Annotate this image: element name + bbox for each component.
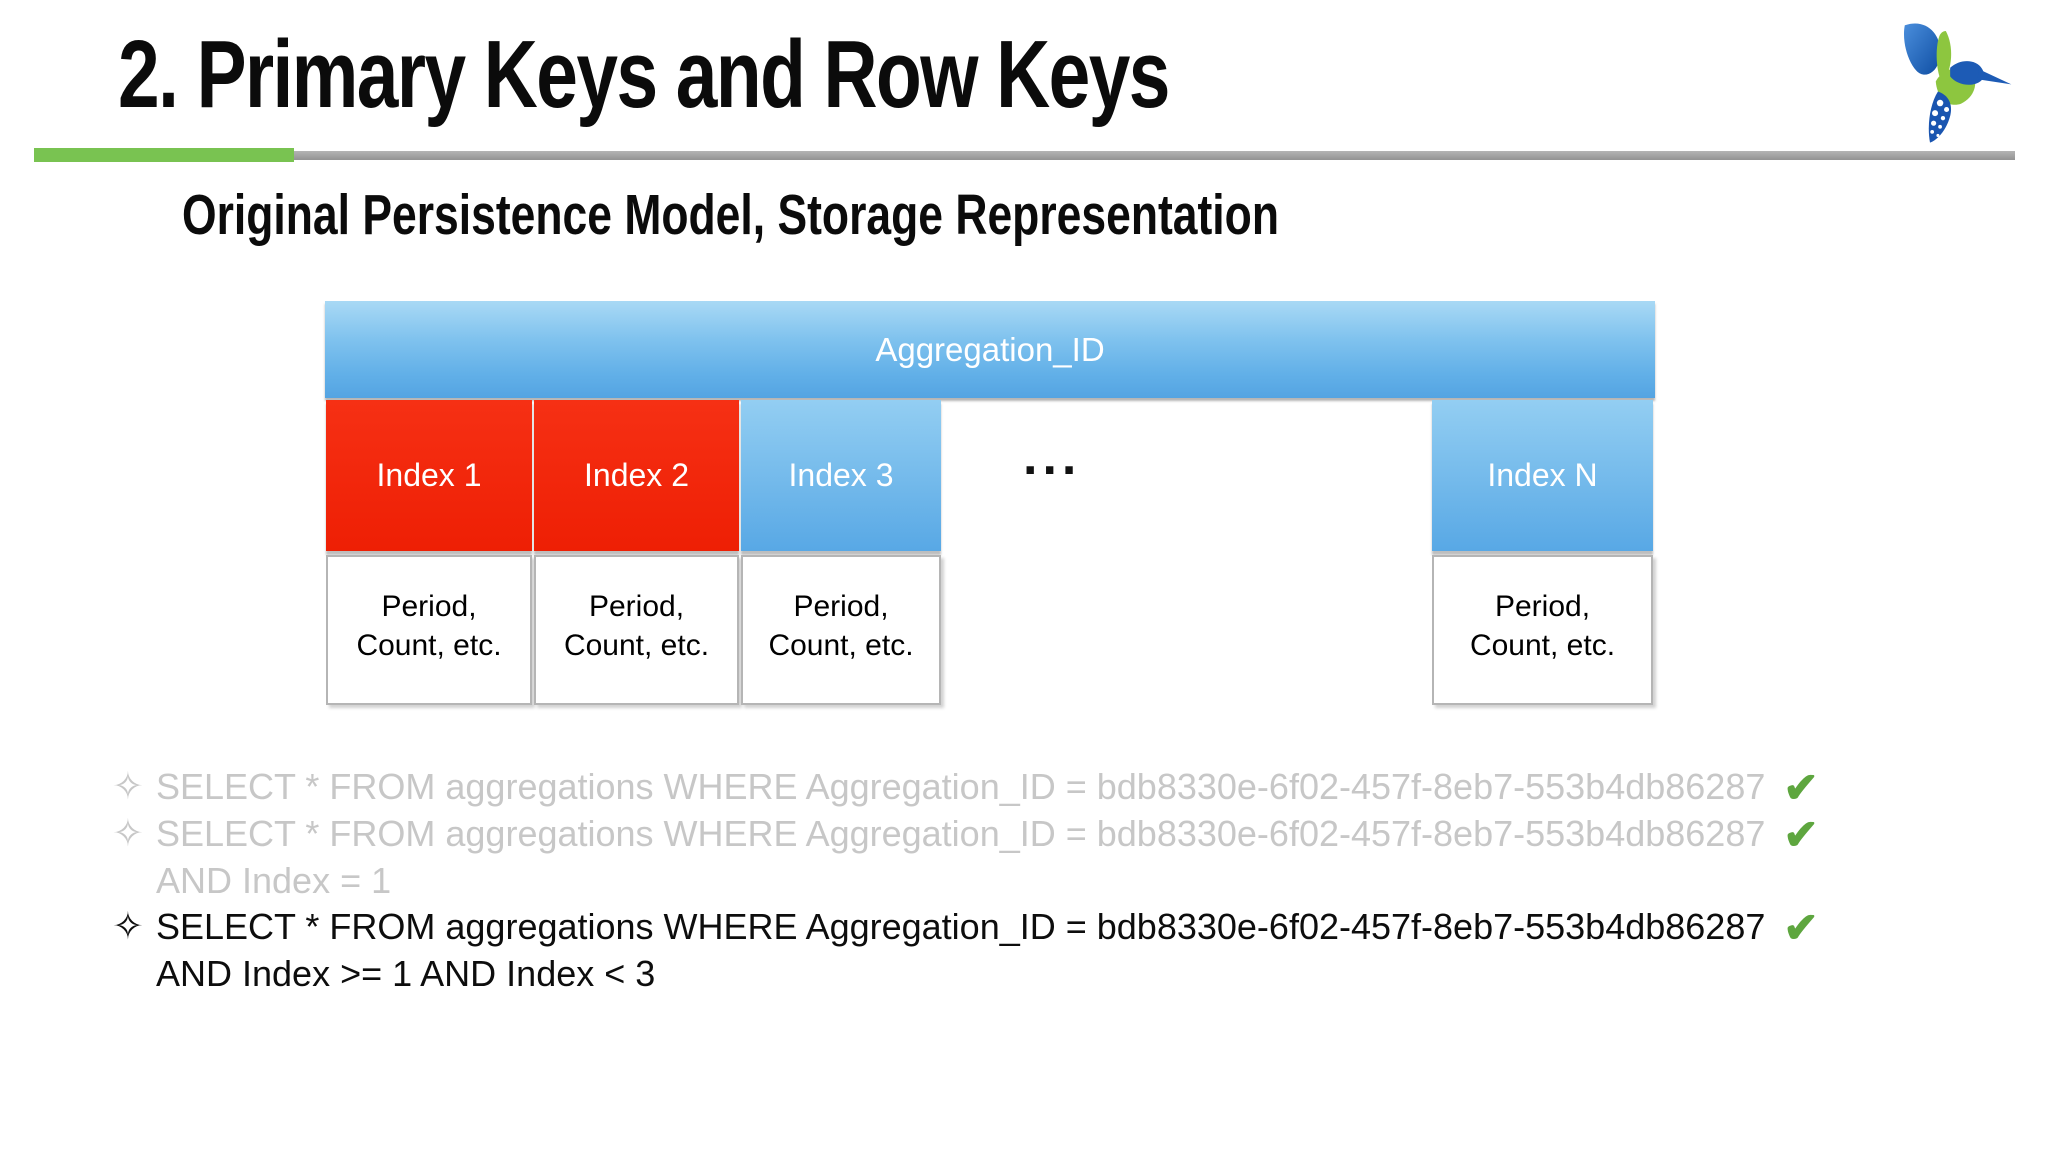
query-item-3: ✧ SELECT * FROM aggregations WHERE Aggreg…: [112, 904, 2032, 997]
query-item-1: ✧ SELECT * FROM aggregations WHERE Aggreg…: [112, 764, 2032, 811]
index-3-cell: Index 3: [741, 400, 941, 551]
value-line-2: Count, etc.: [356, 629, 502, 662]
diamond-bullet-icon: ✧: [112, 906, 144, 948]
check-icon: ✔: [1783, 764, 1819, 811]
value-cell-2: Period, Count, etc.: [534, 555, 739, 705]
check-icon: ✔: [1783, 811, 1819, 858]
divider-gray-bar: [294, 151, 2015, 160]
value-line-1: Period,: [1494, 590, 1591, 623]
value-line-2: Count, etc.: [563, 629, 710, 662]
query-item-2: ✧ SELECT * FROM aggregations WHERE Aggreg…: [112, 811, 2032, 904]
query-text: SELECT * FROM aggregations WHERE Aggrega…: [156, 766, 1766, 807]
ellipsis-label: ...: [1023, 428, 1082, 486]
aggregation-id-header-cell: Aggregation_ID: [325, 301, 1655, 398]
index-n-cell: Index N: [1432, 400, 1653, 551]
value-line-2: Count, etc.: [768, 629, 914, 662]
index-1-cell: Index 1: [326, 400, 532, 551]
value-line-1: Period,: [588, 590, 685, 623]
value-cell-1: Period, Count, etc.: [326, 555, 532, 705]
query-text: SELECT * FROM aggregations WHERE Aggrega…: [156, 906, 1766, 947]
value-cell-3: Period, Count, etc.: [741, 555, 941, 705]
accent-green-bar: [34, 148, 294, 162]
slide-subtitle: Original Persistence Model, Storage Repr…: [182, 183, 1279, 247]
slide-title: 2. Primary Keys and Row Keys: [118, 21, 1170, 128]
query-list: ✧ SELECT * FROM aggregations WHERE Aggreg…: [112, 764, 2032, 997]
index-2-cell: Index 2: [534, 400, 739, 551]
check-icon: ✔: [1783, 904, 1819, 951]
value-line-1: Period,: [381, 590, 477, 623]
query-text-continuation: AND Index = 1: [156, 860, 392, 901]
query-text: SELECT * FROM aggregations WHERE Aggrega…: [156, 813, 1766, 854]
value-line-1: Period,: [793, 590, 889, 623]
value-cell-n: Period, Count, etc.: [1432, 555, 1653, 705]
value-line-2: Count, etc.: [1469, 629, 1616, 662]
diamond-bullet-icon: ✧: [112, 813, 144, 855]
storage-diagram: Aggregation_ID Index 1 Index 2 Index 3 .…: [325, 301, 1655, 711]
query-text-continuation: AND Index >= 1 AND Index < 3: [156, 953, 656, 994]
diamond-bullet-icon: ✧: [112, 766, 144, 808]
hummingbird-logo-icon: [1903, 23, 2012, 143]
